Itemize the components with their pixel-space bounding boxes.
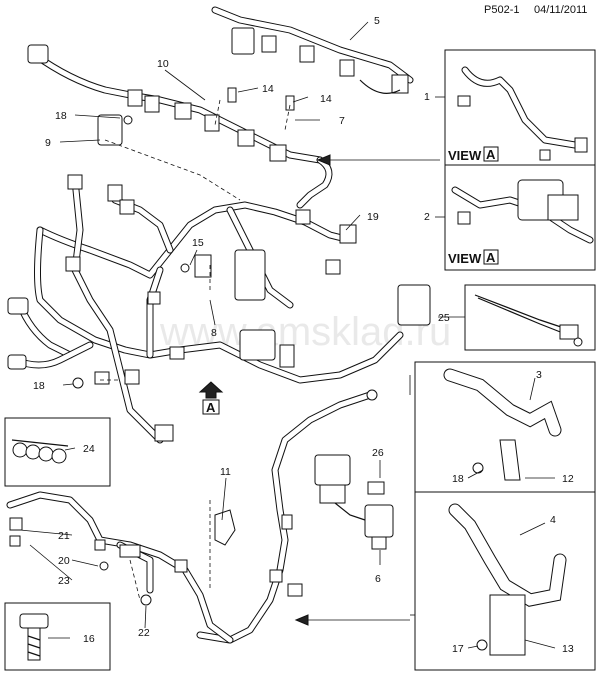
main-engine-harness xyxy=(7,44,431,444)
diagram-date: 04/11/2011 xyxy=(534,4,588,16)
callout-4: 4 xyxy=(550,514,556,526)
view-a-box-2: VIEW A xyxy=(444,164,596,271)
lower-left-harness xyxy=(6,491,236,644)
callout-18-c: 18 xyxy=(452,473,464,485)
callout-21: 21 xyxy=(58,530,70,542)
view-a-box-1: VIEW A xyxy=(444,49,596,166)
callout-20: 20 xyxy=(58,555,70,567)
callout-2: 2 xyxy=(424,211,430,223)
callout-23: 23 xyxy=(58,575,70,587)
view-a-label-2: VIEW xyxy=(448,251,482,266)
callout-25: 25 xyxy=(438,312,450,324)
view-letter-2: A xyxy=(486,250,496,265)
callout-11: 11 xyxy=(220,466,231,478)
view-a-arrow: A xyxy=(198,381,224,415)
callout-18-b: 18 xyxy=(33,380,45,392)
callout-numbers: 5 1 2 3 4 6 7 8 9 10 11 12 13 14 14 15 1… xyxy=(33,15,574,655)
callout-12: 12 xyxy=(562,473,574,485)
diagram-code: P502-1 xyxy=(484,4,520,16)
cable-tie-box xyxy=(464,284,596,351)
callout-6: 6 xyxy=(375,573,381,585)
callout-14-a: 14 xyxy=(262,83,274,95)
view-a-label-1: VIEW xyxy=(448,148,482,163)
callout-3: 3 xyxy=(536,369,542,381)
hose-3-box xyxy=(414,361,596,493)
callout-5: 5 xyxy=(374,15,380,27)
connector-assembly xyxy=(314,454,394,550)
view-letter-1: A xyxy=(486,147,496,162)
callout-1: 1 xyxy=(424,91,430,103)
callout-15: 15 xyxy=(192,237,204,249)
callout-13: 13 xyxy=(562,643,574,655)
callout-14-b: 14 xyxy=(320,93,332,105)
callout-18-a: 18 xyxy=(55,110,67,122)
callout-7: 7 xyxy=(339,115,345,127)
callout-8: 8 xyxy=(211,327,217,339)
hose-4-box xyxy=(414,491,596,671)
callout-22: 22 xyxy=(138,627,150,639)
callout-17: 17 xyxy=(452,643,464,655)
callout-26: 26 xyxy=(372,447,384,459)
callout-19: 19 xyxy=(367,211,379,223)
injector-harness xyxy=(211,6,414,94)
callout-9: 9 xyxy=(45,137,51,149)
arrow-letter: A xyxy=(206,400,216,415)
callout-16: 16 xyxy=(83,633,95,645)
clip-strip-box xyxy=(4,417,111,487)
callout-24: 24 xyxy=(83,443,95,455)
bolt-box xyxy=(4,602,111,671)
battery-cable xyxy=(196,389,378,644)
leader-lines xyxy=(19,21,556,649)
callout-10: 10 xyxy=(157,58,169,70)
